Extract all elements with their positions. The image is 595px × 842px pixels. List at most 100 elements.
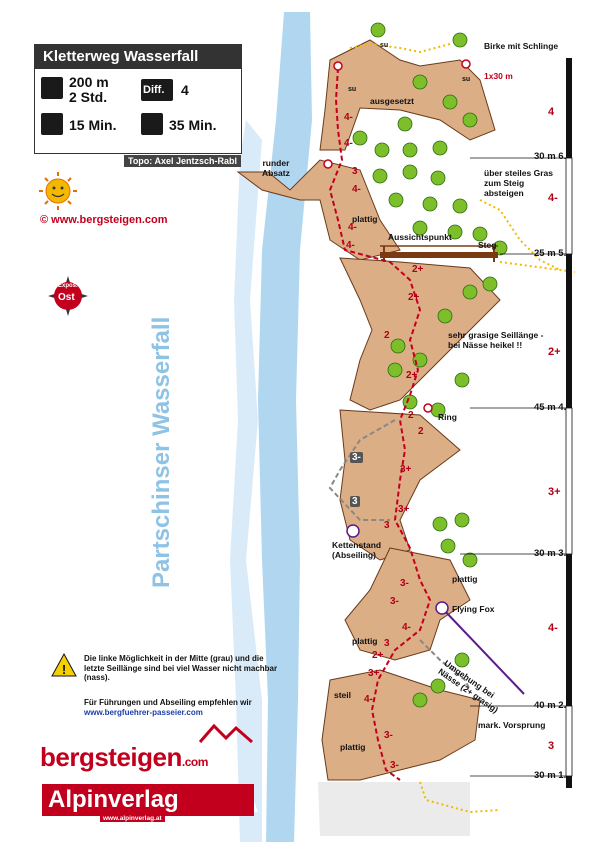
label-birke: Birke mit Schlinge [484, 41, 559, 51]
label-ring: Ring [438, 412, 457, 422]
flying-fox-cable [441, 607, 525, 695]
route-grade: 2 [408, 410, 414, 421]
route-grade: 3- [384, 730, 393, 741]
warning-icon: ! [51, 652, 77, 677]
label-plattig-1: plattig [352, 214, 378, 224]
route-grade: 3+ [400, 464, 412, 475]
topo-credit: Topo: Axel Jentzsch-Rabl [123, 155, 241, 167]
route-grade: 2+ [408, 292, 420, 303]
route-grade: 2+ [372, 650, 384, 661]
scale-4: 45 m 4. [534, 402, 567, 413]
route-grade: 3 [384, 520, 390, 531]
label-steg: Steg [478, 240, 497, 250]
route-grade: 4- [344, 112, 353, 123]
scale-3: 30 m 3. [534, 548, 567, 559]
label-su-3: su [348, 86, 357, 93]
start-path [419, 781, 501, 814]
route-grade: 3- [390, 760, 399, 771]
label-plattig-4: plattig [340, 742, 366, 752]
waterfall [258, 12, 312, 842]
difficulty-label: Diff. [143, 84, 165, 96]
label-ausgesetzt: ausgesetzt [370, 96, 414, 106]
alpinverlag-logo[interactable]: Alpinverlag [42, 784, 254, 816]
trees [352, 22, 508, 708]
route-info-box: Kletterweg Wasserfall 200 m 2 Std. Diff.… [34, 44, 242, 167]
steg-bridge [380, 245, 498, 262]
website-link[interactable]: © www.bergsteigen.com [40, 214, 168, 226]
pitch-grade-5: 4- [548, 192, 558, 204]
label-vorsprung: mark. Vorsprung [478, 720, 546, 730]
route-grade: 3- [400, 578, 409, 589]
label-su-2: su [462, 76, 471, 83]
pitch-grade-6: 4 [548, 106, 555, 118]
grey-bypass [419, 639, 471, 691]
route-grade: 3+ [398, 504, 410, 515]
exposure-label: Expos. [58, 283, 78, 289]
label-plattig-3: plattig [352, 636, 378, 646]
rock-top [319, 39, 496, 151]
belay-stations [323, 59, 471, 413]
label-steil-gras: über steiles Gras zum Steig absteigen [484, 168, 553, 198]
pitch-grade-2: 4- [548, 622, 558, 634]
svg-text:!: ! [62, 662, 66, 677]
route-grade: 2 [418, 426, 424, 437]
exposure-compass [48, 276, 88, 316]
label-kettenstand: Kettenstand (Abseiling) [332, 540, 382, 560]
route-grade: 4- [402, 622, 411, 633]
route-grade: 3 [352, 166, 358, 177]
difficulty-value: 4 [181, 82, 189, 98]
waterfall-name: Partschinser Wasserfall [148, 316, 175, 588]
route-grade: 4- [364, 694, 373, 705]
pitch-grade-3: 3+ [548, 486, 561, 498]
label-flying-fox: Flying Fox [452, 604, 495, 614]
exposure-value: Ost [58, 292, 75, 303]
route-grade: 4- [352, 184, 361, 195]
label-abseil-top: 1x30 m [484, 71, 513, 81]
warning-note: Die linke Möglichkeit in der Mitte (grau… [84, 654, 278, 682]
grey-grade: 3 [350, 496, 360, 507]
rock-middle [339, 257, 501, 411]
descent-path [479, 199, 561, 271]
flying-fox-station [435, 601, 449, 615]
hiker-approach-icon [41, 113, 63, 135]
bergsteigen-logo[interactable]: bergsteigen.com [40, 742, 208, 772]
label-su-1: su [380, 42, 389, 49]
guide-note: Für Führungen und Abseiling empfehlen wi… [84, 698, 294, 717]
route-grade: 4- [348, 222, 357, 233]
route-grade: 3+ [368, 668, 380, 679]
route-grade: 3 [384, 638, 390, 649]
descent-icon [141, 113, 163, 135]
alpinverlag-url[interactable]: www.alpinverlag.at [100, 815, 165, 822]
kettenstand-station [346, 524, 360, 538]
scale-1: 30 m 1. [534, 770, 567, 781]
label-steil: steil [334, 690, 352, 700]
route-title: Kletterweg Wasserfall [35, 45, 241, 69]
label-grasig: sehr grasige Seillänge - bei Nässe heike… [448, 330, 544, 350]
scale-5: 25 m 5. [534, 248, 567, 259]
approach-time: 15 Min. [69, 117, 117, 133]
route-line [328, 67, 432, 781]
guide-link[interactable]: www.bergfuehrer-passeier.com [84, 707, 203, 717]
rock-bottom [321, 669, 481, 781]
label-plattig-2: plattig [452, 574, 478, 584]
route-grade: 4- [346, 240, 355, 251]
pitch-grade-4: 2+ [548, 346, 561, 358]
rock-lower [344, 547, 471, 661]
sun-logo [39, 172, 77, 210]
approach-path [349, 42, 451, 54]
route-time: 2 Std. [69, 89, 108, 105]
pitch-grade-1: 3 [548, 740, 555, 752]
route-grade: 3- [390, 596, 399, 607]
scale-bar [460, 58, 573, 788]
waterfall-spray [230, 120, 262, 842]
rock-upper [236, 159, 401, 261]
steg-path [499, 261, 576, 273]
scale-2: 40 m 2. [534, 700, 567, 711]
route-grade: 4- [344, 138, 353, 149]
difficulty-icon [141, 79, 173, 101]
route-grade: 2+ [406, 370, 418, 381]
route-length: 200 m [69, 74, 109, 90]
grey-variant [328, 419, 396, 521]
boulders [318, 782, 470, 836]
